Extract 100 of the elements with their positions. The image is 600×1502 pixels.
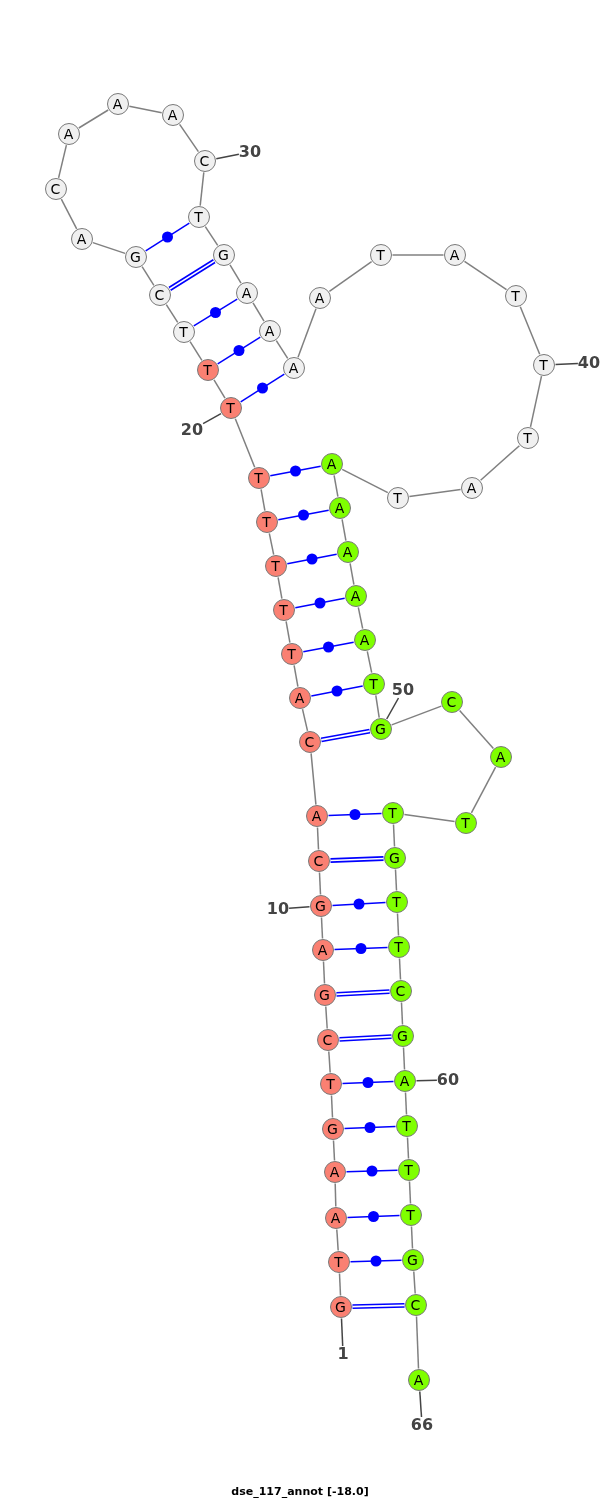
nucleotide-circle: A	[235, 281, 258, 304]
backbone-line	[325, 1005, 328, 1030]
backbone-line	[375, 694, 380, 719]
nucleotide-circle: T	[454, 811, 477, 834]
nucleotide-circle: T	[255, 510, 278, 533]
backbone-line	[297, 308, 317, 358]
backbone-line	[234, 417, 256, 469]
backbone-line	[470, 766, 497, 814]
nucleotide-circle: G	[329, 1295, 352, 1318]
nucleotide-circle: T	[399, 1203, 422, 1226]
nucleotide-circle: C	[44, 177, 67, 200]
nucleotide-circle: G	[401, 1248, 424, 1271]
nucleotide-circle: T	[504, 284, 527, 307]
nucleotide-circle: A	[311, 938, 334, 961]
nucleotide-circle: A	[344, 584, 367, 607]
nucleotide-circle: A	[323, 1160, 346, 1183]
nucleotide-circle: T	[532, 353, 555, 376]
nucleotide-circle: G	[124, 245, 147, 268]
nucleotide-circle: A	[288, 686, 311, 709]
base-pair-line	[144, 222, 191, 252]
nucleotide-circle: G	[391, 1024, 414, 1047]
nucleotide-circle: C	[389, 979, 412, 1002]
nucleotide-circle: T	[387, 935, 410, 958]
position-number: 10	[266, 901, 290, 917]
position-number: 66	[410, 1417, 434, 1433]
nucleotide-circle: T	[516, 426, 539, 449]
backbone-line	[178, 123, 200, 153]
backbone-line	[366, 650, 373, 674]
nucleotide-circle: A	[320, 452, 343, 475]
backbone-line	[404, 1091, 408, 1116]
backbone-line	[301, 708, 309, 732]
position-number: 60	[436, 1072, 460, 1088]
backbone-line	[260, 488, 266, 512]
leader-line	[415, 1079, 438, 1082]
backbone-line	[400, 1001, 404, 1026]
nucleotide-circle: C	[440, 690, 463, 713]
backbone-line	[141, 265, 155, 287]
base-pair-line	[216, 336, 262, 365]
backbone-line	[275, 339, 289, 360]
backbone-line	[349, 562, 355, 586]
nucleotide-circle: A	[336, 540, 359, 563]
base-pair-line	[327, 809, 383, 820]
backbone-line	[529, 375, 543, 428]
nucleotide-circle: A	[393, 1069, 416, 1092]
backbone-line	[394, 868, 398, 892]
base-pair-line	[331, 898, 387, 910]
backbone-line	[322, 960, 326, 985]
leader-line	[215, 153, 240, 160]
backbone-line	[341, 468, 389, 494]
nucleotide-circle: T	[369, 243, 392, 266]
nucleotide-circle: A	[70, 227, 93, 250]
nucleotide-circle: G	[309, 894, 332, 917]
backbone-line	[318, 871, 322, 896]
backbone-line	[213, 379, 226, 399]
position-number: 50	[391, 682, 415, 698]
nucleotide-circle: G	[321, 1117, 344, 1140]
backbone-line	[408, 1180, 412, 1205]
backbone-line	[463, 260, 508, 291]
backbone-line	[336, 1228, 339, 1252]
nucleotide-circle: T	[386, 486, 409, 509]
nucleotide-circle: T	[272, 598, 295, 621]
nucleotide-circle: A	[443, 243, 466, 266]
nucleotide-circle: G	[212, 243, 235, 266]
base-pair-line	[341, 1077, 395, 1088]
nucleotide-circle: G	[383, 846, 406, 869]
nucleotide-circle: A	[407, 1368, 430, 1391]
base-pair-line	[343, 1122, 397, 1133]
leader-line	[385, 697, 400, 720]
nucleotide-circle: A	[57, 122, 80, 145]
nucleotide-circle: A	[161, 103, 184, 126]
backbone-line	[328, 260, 373, 293]
backbone-line	[316, 826, 320, 851]
nucleotide-circle: T	[187, 205, 210, 228]
backbone-line	[92, 241, 126, 255]
backbone-line	[268, 532, 275, 556]
nucleotide-circle: C	[307, 849, 330, 872]
nucleotide-circle: T	[219, 396, 242, 419]
leader-line	[202, 412, 222, 425]
nucleotide-circle: A	[282, 356, 305, 379]
nucleotide-circle: A	[106, 92, 129, 115]
nucleotide-circle: T	[264, 554, 287, 577]
backbone-line	[390, 705, 443, 726]
backbone-line	[341, 518, 347, 542]
nucleotide-circle: T	[247, 466, 270, 489]
leader-line	[419, 1390, 423, 1418]
base-pair-line	[339, 1034, 392, 1042]
nucleotide-circle: G	[313, 983, 336, 1006]
backbone-line	[199, 171, 205, 207]
base-pair-line	[345, 1165, 399, 1177]
position-number: 40	[577, 355, 600, 371]
nucleotide-circle: T	[381, 801, 404, 824]
backbone-line	[128, 105, 163, 114]
backbone-line	[78, 109, 109, 129]
backbone-line	[333, 474, 339, 498]
nucleotide-circle: G	[369, 717, 392, 740]
nucleotide-circle: C	[316, 1028, 339, 1051]
backbone-line	[357, 606, 364, 630]
base-pair-line	[168, 259, 216, 291]
position-number: 30	[238, 144, 262, 160]
backbone-line	[392, 823, 396, 848]
